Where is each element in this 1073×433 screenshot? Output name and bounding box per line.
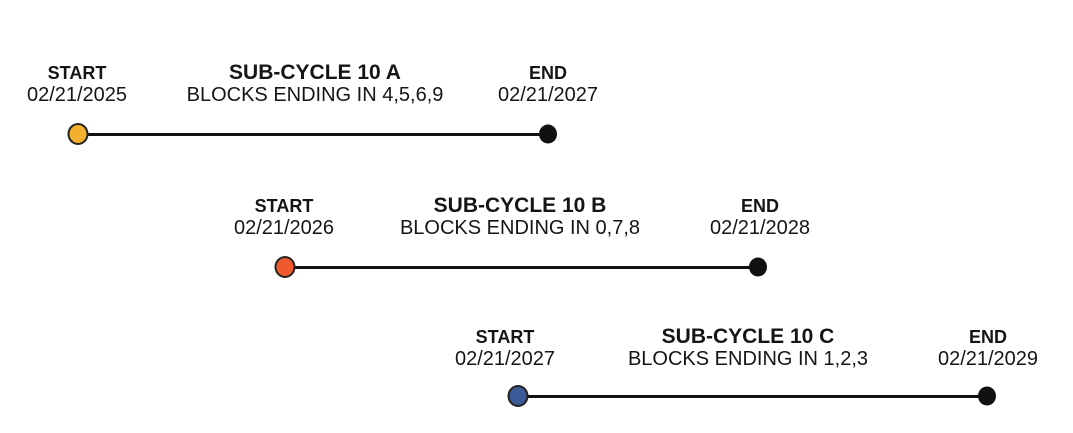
end-label: END [740, 196, 780, 216]
cycle-title: SUB-CYCLE 10 C [661, 325, 835, 348]
cycle-subtitle: BLOCKS ENDING IN 1,2,3 [627, 348, 869, 370]
cycle-title-group-b: SUB-CYCLE 10 B BLOCKS ENDING IN 0,7,8 [399, 194, 641, 240]
end-dot [749, 257, 767, 277]
timeline-line [518, 395, 987, 398]
cycle-subtitle: BLOCKS ENDING IN 4,5,6,9 [186, 84, 444, 106]
start-date: 02/21/2026 [233, 217, 335, 239]
end-label-group-b: END 02/21/2028 [710, 195, 810, 239]
cycle-title-group-a: SUB-CYCLE 10 A BLOCKS ENDING IN 4,5,6,9 [186, 61, 444, 107]
end-date: 02/21/2027 [497, 84, 599, 106]
start-dot [274, 256, 296, 278]
start-label: START [254, 196, 314, 216]
cycle-title-group-c: SUB-CYCLE 10 C BLOCKS ENDING IN 1,2,3 [627, 325, 869, 371]
start-label: START [475, 327, 535, 347]
cycle-title: SUB-CYCLE 10 A [229, 61, 401, 84]
start-dot [67, 123, 89, 145]
end-dot [539, 124, 557, 144]
start-label: START [47, 63, 107, 83]
start-label-group-b: START 02/21/2026 [234, 195, 334, 239]
start-label-group-c: START 02/21/2027 [455, 326, 555, 370]
timeline-line [285, 266, 758, 269]
cycle-title: SUB-CYCLE 10 B [433, 194, 607, 217]
timeline-line [78, 133, 548, 136]
end-label: END [528, 63, 568, 83]
start-dot [507, 385, 529, 407]
end-label: END [968, 327, 1008, 347]
end-date: 02/21/2029 [937, 348, 1039, 370]
start-date: 02/21/2027 [454, 348, 556, 370]
start-date: 02/21/2025 [26, 84, 128, 106]
end-label-group-c: END 02/21/2029 [938, 326, 1038, 370]
end-date: 02/21/2028 [709, 217, 811, 239]
end-dot [978, 386, 996, 406]
cycle-subtitle: BLOCKS ENDING IN 0,7,8 [399, 217, 641, 239]
start-label-group-a: START 02/21/2025 [27, 62, 127, 106]
end-label-group-a: END 02/21/2027 [498, 62, 598, 106]
